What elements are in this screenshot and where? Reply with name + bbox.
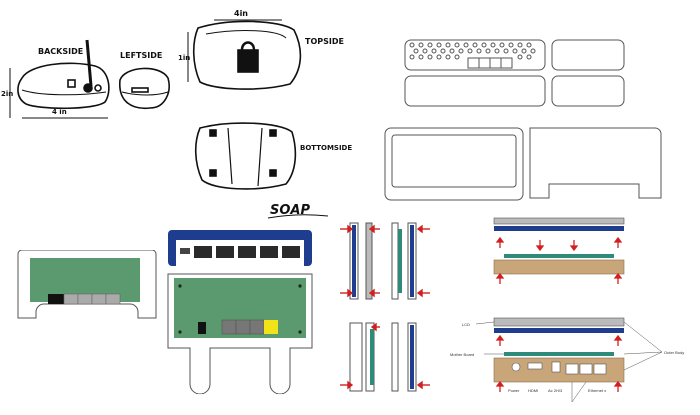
vent-hole (472, 42, 478, 48)
layer-stack-views (340, 222, 430, 392)
front-frame-outline (384, 127, 524, 201)
stack-bottom (349, 322, 417, 392)
vent-hole (436, 42, 442, 48)
label-topside: TOPSIDE (305, 37, 344, 46)
vent-hole (530, 48, 536, 54)
label-leftside: LEFTSIDE (120, 51, 162, 60)
vent-hole (454, 54, 460, 60)
vent-hole (481, 42, 487, 48)
vent-hole (436, 54, 442, 60)
vent-hole (494, 48, 500, 54)
vent-hole (458, 48, 464, 54)
small-plate-outline (551, 75, 625, 107)
port-label-2: Ac 2H/3 (548, 388, 563, 393)
exploded-front-views: LCD Mother Board Outer Body Power HDMI A… (450, 217, 684, 403)
vent-hole (526, 54, 532, 60)
label-4in-top: 4in (234, 9, 248, 18)
vent-hole (467, 48, 473, 54)
vent-hole (422, 48, 428, 54)
vent-hole (517, 54, 523, 60)
back-plate-outline (404, 75, 546, 107)
black-connector (48, 294, 64, 304)
bottom-frame-outline (529, 127, 662, 199)
vent-hole (409, 42, 415, 48)
port-label-3: Ethernet x (588, 388, 606, 393)
vent-hole (409, 54, 415, 60)
vent-hole (449, 48, 455, 54)
vent-hole (517, 42, 523, 48)
port-label-0: Power (508, 388, 520, 393)
vent-hole (418, 42, 424, 48)
device-iso-view (167, 230, 313, 394)
vent-hole (512, 48, 518, 54)
vent-hole (445, 42, 451, 48)
hand-sketch: BACKSIDE 2in 4 in LEFTSIDE 4in 1in TOPSI… (1, 9, 352, 219)
vent-hole (503, 48, 509, 54)
leftside-sketch (119, 67, 170, 109)
vent-hole (526, 42, 532, 48)
vent-hole (490, 42, 496, 48)
cad-outlines (384, 39, 662, 201)
callout-outer-body: Outer Body (664, 350, 684, 355)
label-4in-back: 4 in (52, 108, 67, 116)
vent-hole (431, 48, 437, 54)
callout-lcd: LCD (462, 322, 470, 327)
vent-hole (485, 48, 491, 54)
vent-hole (508, 42, 514, 48)
side-plate-outline (551, 39, 625, 71)
front-pcb-view (17, 250, 157, 319)
top-plate-outline (404, 39, 546, 71)
vent-hole (440, 48, 446, 54)
label-backside: BACKSIDE (38, 47, 83, 56)
label-2in: 2in (1, 90, 13, 98)
backside-sketch (9, 39, 110, 119)
topside-sketch (187, 19, 302, 90)
label-bottomside: BOTTOMSIDE (300, 144, 352, 152)
bottomside-sketch (194, 122, 297, 190)
vent-hole (418, 54, 424, 60)
vent-hole (476, 48, 482, 54)
vent-hole (499, 42, 505, 48)
callout-motherboard: Mother Board (450, 352, 474, 357)
yellow-port (264, 320, 278, 334)
vent-hole (463, 42, 469, 48)
vent-hole (413, 48, 419, 54)
vent-hole (521, 48, 527, 54)
vent-hole (445, 54, 451, 60)
label-1in: 1in (178, 54, 190, 62)
vent-hole (454, 42, 460, 48)
vent-hole (427, 42, 433, 48)
label-soap: SOAP (270, 203, 310, 218)
port-label-1: HDMI (528, 388, 538, 393)
vent-hole (427, 54, 433, 60)
stack-top (349, 222, 417, 300)
